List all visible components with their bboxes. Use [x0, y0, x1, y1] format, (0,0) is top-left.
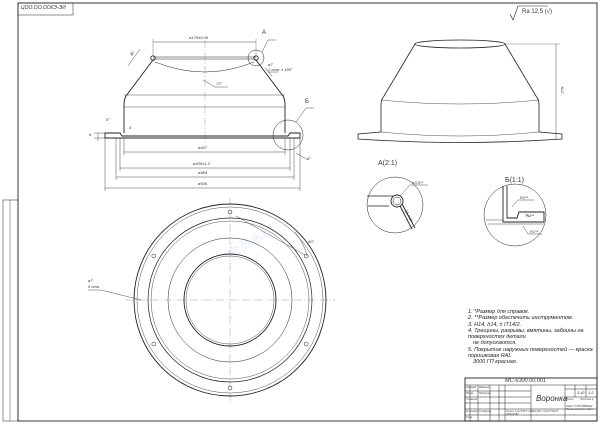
roughness-text: Ra 12,5 (√) — [522, 9, 552, 15]
detail-b-title: Б(1:1) — [505, 177, 524, 184]
designation: МС-6300.00.001 — [505, 378, 546, 384]
left-stamp-strip — [2, 199, 19, 422]
side-view — [357, 39, 563, 143]
plan-hole-note: ø7 6 отв. — [88, 278, 101, 289]
dim-flange-outer: ø546 — [198, 181, 208, 186]
dim-inner-diameter: ø437 — [198, 145, 208, 150]
note: 5. Покрытие наружных поверхностей — крас… — [468, 346, 593, 360]
note: 2. **Размер обеспечить инструментом. — [468, 315, 574, 322]
sheets-count: Листов 1 — [580, 397, 594, 401]
dim-angle-left: 5° — [106, 117, 110, 122]
dim-rim-holes: ø7 2 отв. х 180° — [268, 62, 293, 72]
company: ОАО "СТРОЙМАШ" Технический отдел — [566, 404, 594, 411]
dim-radius: 72° — [216, 81, 223, 86]
flange-hole — [227, 385, 233, 391]
main-view — [94, 39, 314, 191]
flange-hole — [151, 341, 157, 347]
detail-b-dim2: R3** — [526, 213, 535, 218]
signer-name: Сидоров — [479, 409, 492, 413]
note: 3. Н14, h14, ± IT14/2. — [468, 321, 522, 328]
technical-notes: 1. *Размер для справок. 2. **Размер обес… — [468, 309, 595, 366]
role: Утв. — [466, 415, 473, 419]
detail-b-view — [483, 183, 547, 247]
roughness-symbol — [509, 5, 548, 21]
flange-hole — [151, 253, 157, 259]
detail-a-title: А(2:1) — [378, 160, 398, 167]
note: 1. *Размер для справок. — [468, 309, 530, 315]
signer-name: Иванов — [479, 385, 490, 389]
material: Лист 1,0 ГОСТ 19904-90 / Ст3 ГОСТ 16523-… — [506, 409, 559, 416]
dim-flange-inner: ø484 — [198, 170, 208, 175]
detail-a-view — [366, 176, 428, 234]
detail-b-dim1: R2** — [520, 195, 529, 200]
role: Н.контр. — [466, 409, 479, 413]
flange-hole — [303, 253, 309, 259]
detail-a-dim1: ø3,5** — [412, 180, 424, 185]
role: Пров. — [466, 391, 474, 395]
top-stamp-box — [17, 2, 74, 16]
flange-hole — [303, 341, 309, 347]
dim-height: 278 — [559, 86, 565, 94]
sheet-label: Лист — [566, 397, 574, 401]
detail-b-dim3: R1** — [530, 229, 539, 234]
dim-angle-right: 5° — [307, 156, 311, 161]
part-name: Воронка — [536, 394, 568, 403]
flange-hole — [227, 209, 233, 215]
top-stamp-text: ЦОО.ОО.ОО€Э-ЭИ — [21, 5, 66, 11]
title-block — [464, 377, 598, 422]
plan-angle: 60° — [308, 239, 315, 244]
role: Разраб. — [466, 385, 477, 389]
role: Т.контр. — [466, 397, 479, 401]
mass: 3,42 — [577, 390, 585, 395]
dim-mid-diameter: ø435±1,2 — [193, 161, 210, 166]
plan-view — [88, 198, 335, 404]
callout-a-label: А — [262, 30, 267, 36]
scale: 1:2 — [588, 390, 594, 395]
dim-top-diameter: ø176±0,46 — [189, 35, 209, 40]
note: 4. Трещины, разрывы, вмятины, забоины на… — [468, 327, 584, 341]
note: не допускаются. — [473, 340, 517, 347]
dim-thickness: 4 — [129, 125, 132, 130]
dim-flange-height: 6 — [89, 132, 92, 137]
signer-name: Петров — [479, 391, 491, 395]
callout-b-label: Б — [305, 99, 309, 105]
note: 3000 ГП красная. — [473, 359, 518, 366]
